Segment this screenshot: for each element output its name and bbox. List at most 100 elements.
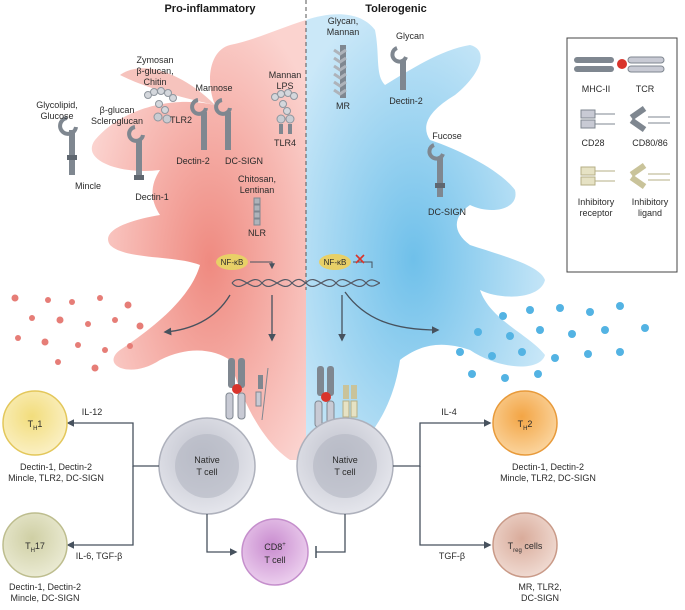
- inhibit-cd8: [316, 514, 346, 553]
- scleroglucan-label: Scleroglucan: [91, 116, 143, 126]
- arrow-to-treg: [419, 466, 492, 549]
- legend-cd28-label: CD28: [581, 138, 604, 148]
- mr-receptor-icon: [333, 45, 347, 98]
- th2-cell: TH2: [492, 390, 558, 456]
- tolerogenic-title: Tolerogenic: [365, 3, 427, 15]
- dna-helix-right: [305, 279, 381, 287]
- il4-label: IL-4: [441, 407, 457, 417]
- glycolipid-label: Glycolipid,: [36, 100, 78, 110]
- mhc-tcr-right-icon: [314, 366, 358, 428]
- nfkb-left-label: NF-κB: [221, 258, 244, 267]
- arrow-to-th17: [66, 466, 134, 549]
- native-tcell-left-line2: T cell: [196, 467, 217, 477]
- treg-label: Treg cells: [508, 541, 543, 554]
- glucose-label: Glucose: [40, 111, 73, 121]
- beta-glucan-label: β-glucan: [100, 105, 135, 115]
- th17-receptors-line2: Mincle, DC-SIGN: [10, 593, 79, 603]
- dna-helix-left: [231, 278, 307, 288]
- th1-label: TH1: [28, 419, 43, 432]
- arrow-to-th2: [393, 419, 492, 467]
- th1-cell: TH1: [2, 390, 68, 456]
- legend-tcr-label: TCR: [636, 84, 655, 94]
- th2-receptors-line1: Dectin-1, Dectin-2: [512, 462, 584, 472]
- th2-receptors-line2: Mincle, TLR2, DC-SIGN: [500, 473, 596, 483]
- dcsign-right-label: DC-SIGN: [428, 207, 466, 217]
- legend-inh-ligand-1: Inhibitory: [632, 197, 669, 207]
- tlr4-label: TLR4: [274, 138, 296, 148]
- lentinan-label: Lentinan: [240, 185, 275, 195]
- cd8-label: CD8+: [264, 542, 286, 552]
- tolerogenic-cytokine-dots: [456, 302, 649, 382]
- il12-label: IL-12: [82, 407, 103, 417]
- mannose-label: Mannose: [195, 83, 232, 93]
- treg-receptors-line1: MR, TLR2,: [518, 582, 561, 592]
- proinflammatory-cytokine-dots: [11, 294, 144, 372]
- tlr2-label: TLR2: [170, 115, 192, 125]
- beta-glucan-2-label: β-glucan,: [136, 66, 173, 76]
- glycan-mannan-label-1: Glycan,: [328, 16, 359, 26]
- mincle-receptor-icon: [58, 116, 78, 175]
- lps-label: LPS: [276, 81, 293, 91]
- native-tcell-right-line2: T cell: [334, 467, 355, 477]
- mr-label: MR: [336, 101, 350, 111]
- native-tcell-right: Native T cell: [296, 417, 394, 515]
- th2-label: TH2: [518, 419, 533, 432]
- tlr2-receptor-icon: [144, 87, 177, 124]
- arrow-cytokines-right: [344, 291, 440, 334]
- mincle-label: Mincle: [75, 181, 101, 191]
- dcsign-label: DC-SIGN: [225, 156, 263, 166]
- th17-receptors-line1: Dectin-1, Dectin-2: [9, 582, 81, 592]
- legend-mhc-label: MHC-II: [582, 84, 611, 94]
- dcsign-right-receptor-icon: [427, 143, 445, 197]
- legend-inh-receptor-1: Inhibitory: [578, 197, 615, 207]
- legend-cd80-label: CD80/86: [632, 138, 668, 148]
- native-tcell-left: Native T cell: [158, 417, 256, 515]
- dcsign-receptor-icon: [214, 98, 232, 150]
- dectin1-receptor-icon: [127, 125, 145, 180]
- glycan-mannan-label-2: Mannan: [327, 27, 360, 37]
- nfkb-right-node: NF-κB: [319, 254, 373, 270]
- treg-cell: Treg cells: [492, 512, 558, 578]
- fucose-label: Fucose: [432, 131, 462, 141]
- arrow-cytokines-left: [163, 294, 231, 336]
- tolerogenic-cell: [306, 14, 545, 461]
- nfkb-left-node: NF-κB: [216, 254, 275, 270]
- inhibitory-legend-icon: [580, 162, 670, 190]
- cd8-tcell-label: T cell: [264, 555, 285, 565]
- mannan-label: Mannan: [269, 70, 302, 80]
- nlr-receptor-icon: [253, 197, 261, 226]
- zymosan-label: Zymosan: [136, 55, 173, 65]
- native-tcell-left-line1: Native: [194, 455, 220, 465]
- th1-receptors-line2: Mincle, TLR2, DC-SIGN: [8, 473, 104, 483]
- pro-inflammatory-cell: [91, 20, 306, 460]
- tgfb-right-label: TGF-β: [439, 551, 465, 561]
- arrow-to-th1: [66, 419, 159, 467]
- native-tcell-right-line1: Native: [332, 455, 358, 465]
- treg-receptors-line2: DC-SIGN: [521, 593, 559, 603]
- nfkb-right-label: NF-κB: [324, 258, 347, 267]
- legend-inh-ligand-2: ligand: [638, 208, 662, 218]
- arrow-to-cd8: [206, 514, 238, 556]
- th17-cell: TH17: [2, 512, 68, 578]
- legend-inh-receptor-2: receptor: [579, 208, 612, 218]
- nlr-label: NLR: [248, 228, 267, 238]
- cd8-tcell: CD8+ T cell: [241, 518, 309, 586]
- blocked-cross-icon: [355, 254, 365, 264]
- glycan-label: Glycan: [396, 31, 424, 41]
- th17-label: TH17: [25, 541, 45, 554]
- dectin2-label: Dectin-2: [176, 156, 210, 166]
- tlr4-receptor-icon: [271, 89, 298, 134]
- dectin2-right-receptor-icon: [390, 46, 408, 90]
- cd28-cd80-legend-icon: [580, 105, 670, 133]
- chitosan-label: Chitosan,: [238, 174, 276, 184]
- dectin2-right-label: Dectin-2: [389, 96, 423, 106]
- dectin2-receptor-icon: [190, 98, 208, 150]
- pro-inflammatory-title: Pro-inflammatory: [164, 3, 256, 15]
- mhc-tcr-left-icon: [225, 358, 269, 421]
- dectin1-label: Dectin-1: [135, 192, 169, 202]
- legend-box: MHC-II TCR CD28 CD80/86 Inhibitory rec: [566, 37, 678, 273]
- mhc-tcr-legend-icon: [574, 56, 665, 73]
- il6-tgfb-label: IL-6, TGF-β: [76, 551, 123, 561]
- th1-receptors-line1: Dectin-1, Dectin-2: [20, 462, 92, 472]
